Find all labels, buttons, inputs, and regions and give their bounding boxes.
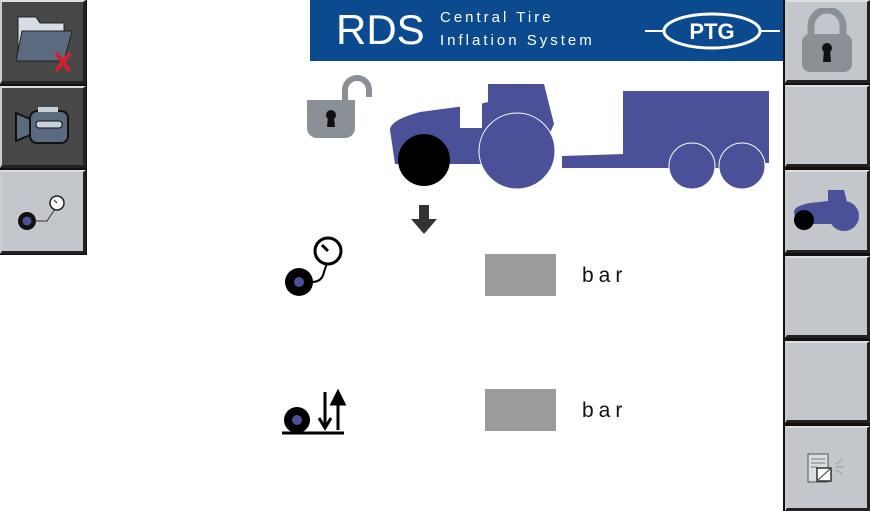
target-pressure-unit: bar <box>582 399 628 422</box>
trailer-wheel-1[interactable] <box>668 142 716 190</box>
header-banner: RDS Central Tire Inflation System PTG <box>310 0 783 61</box>
settings-report-button[interactable] <box>785 426 870 511</box>
tire-pressure-adjust-icon <box>282 388 347 435</box>
camera-button[interactable] <box>0 86 86 168</box>
lock-button[interactable] <box>785 0 870 83</box>
settings-report-icon <box>807 453 844 483</box>
vehicle-select-button[interactable] <box>785 170 870 253</box>
folder-delete-icon <box>14 16 73 72</box>
current-pressure-value <box>485 254 556 296</box>
lock-icon <box>802 8 852 72</box>
softkey-empty-2[interactable] <box>785 85 870 167</box>
current-pressure-unit: bar <box>582 264 628 287</box>
vehicle-diagram <box>390 84 769 190</box>
softkey-empty-4[interactable] <box>785 256 870 338</box>
banner-subtitle-1: Central Tire <box>440 9 554 26</box>
banner-subtitle-2: Inflation System <box>440 32 595 49</box>
unlocked-padlock-icon <box>307 75 372 138</box>
close-file-button[interactable] <box>0 0 86 84</box>
tractor-rear-wheel[interactable] <box>478 112 556 190</box>
camera-icon <box>14 106 69 144</box>
left-softkey-column <box>0 0 87 255</box>
tire-pressure-icon <box>285 236 343 296</box>
rds-logo: RDS <box>336 6 425 53</box>
svg-text:PTG: PTG <box>689 19 734 44</box>
target-pressure-value[interactable] <box>485 389 556 431</box>
right-softkey-column <box>783 0 870 511</box>
ptg-logo: PTG <box>645 12 780 50</box>
tractor-front-wheel-selected[interactable] <box>398 134 450 186</box>
trailer-wheel-2[interactable] <box>718 142 766 190</box>
tire-pressure-icon <box>17 194 65 230</box>
tire-pressure-button[interactable] <box>0 170 86 254</box>
softkey-empty-5[interactable] <box>785 341 870 423</box>
arrow-down-icon <box>411 205 437 234</box>
tractor-icon <box>794 190 859 231</box>
